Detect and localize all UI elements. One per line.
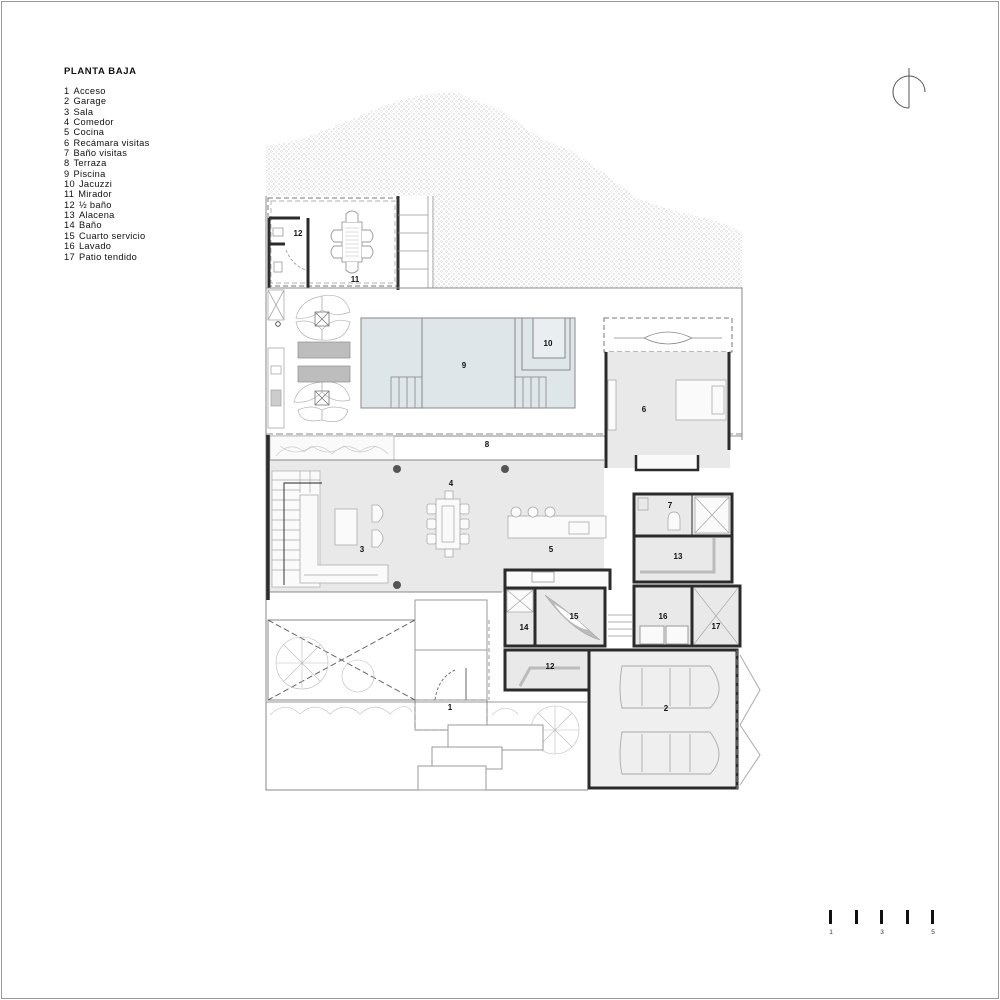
main-living-area bbox=[266, 435, 607, 600]
north-arrow-icon bbox=[892, 68, 926, 109]
plan-title: PLANTA BAJA bbox=[64, 66, 137, 77]
car-icon bbox=[619, 665, 720, 709]
room-label-bano-visitas: 7 bbox=[668, 501, 673, 510]
room-label-cuarto-servicio: 15 bbox=[570, 612, 579, 621]
mirador-area bbox=[267, 196, 434, 290]
room-label-lavado: 16 bbox=[659, 612, 668, 621]
room-label-jacuzzi: 10 bbox=[544, 339, 553, 348]
car-icon bbox=[619, 731, 720, 775]
outdoor-dining-table bbox=[330, 210, 374, 274]
room-label-acceso: 1 bbox=[448, 703, 453, 712]
room-label-alacena: 13 bbox=[674, 552, 683, 561]
room-label-piscina: 9 bbox=[462, 361, 467, 370]
room-label-mirador: 11 bbox=[351, 275, 360, 284]
room-label-cocina: 5 bbox=[549, 545, 554, 554]
room-label-sala: 3 bbox=[360, 545, 365, 554]
guest-bath bbox=[632, 492, 734, 538]
terrain-hill bbox=[266, 92, 742, 288]
room-label-garage: 2 bbox=[664, 704, 669, 713]
room-label-bano: 14 bbox=[520, 623, 529, 632]
scale-bar: 1 3 5 bbox=[829, 910, 935, 936]
pantry bbox=[632, 534, 734, 584]
room-label-patio-tendido: 17 bbox=[712, 622, 721, 631]
half-bath-service bbox=[503, 648, 591, 692]
entry-garden bbox=[266, 599, 588, 791]
dining-table bbox=[426, 490, 470, 558]
laundry bbox=[632, 584, 694, 648]
drying-patio bbox=[690, 584, 742, 648]
left-planter-strip bbox=[267, 289, 351, 429]
service-room bbox=[533, 586, 632, 648]
room-label-half-bath-mirador: 12 bbox=[294, 229, 303, 238]
service-bath bbox=[503, 586, 537, 648]
room-label-half-bath-service: 12 bbox=[546, 662, 555, 671]
room-label-comedor: 4 bbox=[449, 479, 454, 488]
scale-label: 3 bbox=[880, 929, 884, 936]
terrace-area bbox=[265, 287, 743, 437]
scale-label: 5 bbox=[931, 929, 935, 936]
kitchen-island bbox=[507, 506, 607, 539]
scale-label: 1 bbox=[829, 929, 833, 936]
garage bbox=[587, 648, 761, 790]
room-label-recamara: 6 bbox=[642, 405, 647, 414]
jacuzzi bbox=[521, 317, 571, 371]
bedroom-wing bbox=[603, 317, 733, 472]
room-label-terraza: 8 bbox=[485, 440, 490, 449]
